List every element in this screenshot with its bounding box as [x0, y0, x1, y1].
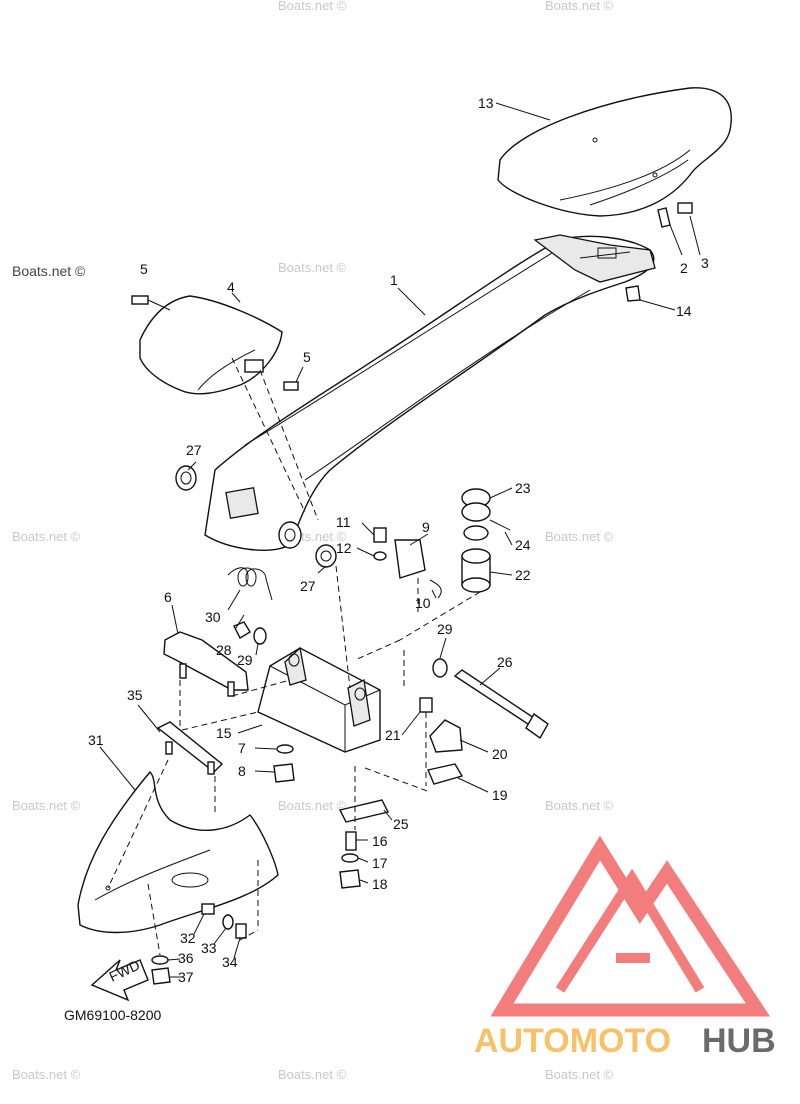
callout-1: 1 [390, 272, 398, 288]
seat-cushion [497, 87, 732, 217]
figure-code: GM69100-8200 [64, 1007, 162, 1023]
callout-5: 5 [303, 349, 311, 365]
site-watermark: Boats.net © [278, 1067, 347, 1082]
site-watermark: Boats.net © [545, 798, 614, 813]
callout-10: 10 [415, 595, 431, 611]
callout-8: 8 [238, 763, 246, 779]
base-mount [257, 646, 381, 753]
site-watermark: Boats.net © [278, 260, 347, 275]
callout-35: 35 [127, 687, 143, 703]
main-arm [204, 234, 656, 551]
site-watermark-dark: Boats.net © [12, 263, 86, 279]
site-watermark: Boats.net © [278, 798, 347, 813]
callout-7: 7 [238, 740, 246, 756]
site-watermark: Boats.net © [545, 529, 614, 544]
nut-washer-28-29 [233, 621, 448, 678]
brand-logo-icon [490, 835, 771, 1017]
callout-2: 2 [680, 260, 688, 276]
grommet-stack [461, 488, 511, 593]
callout-23: 23 [515, 480, 531, 496]
callout-32: 32 [180, 930, 196, 946]
callout-25: 25 [393, 816, 409, 832]
site-watermark: Boats.net © [12, 529, 81, 544]
callout-9: 9 [422, 519, 430, 535]
callout-numbers: 1 2 3 4 5 5 6 7 8 9 10 11 12 13 14 15 16… [88, 95, 709, 985]
callout-20: 20 [492, 746, 508, 762]
callout-26: 26 [497, 654, 513, 670]
callout-4: 4 [227, 279, 235, 295]
callout-27: 27 [300, 578, 316, 594]
callout-11: 11 [336, 514, 351, 530]
clip-assembly [373, 527, 442, 599]
long-bolt [453, 669, 549, 740]
callout-34: 34 [222, 954, 238, 970]
bushings-27 [175, 465, 337, 568]
fwd-arrow: FWD [90, 957, 149, 1002]
leader-lines [99, 102, 701, 978]
callout-36: 36 [178, 950, 194, 966]
callout-33: 33 [201, 940, 217, 956]
brand-text-accent: HUB [702, 1022, 776, 1060]
callout-28: 28 [216, 642, 232, 658]
brand-watermark: AUTOMOTO HUB [474, 835, 776, 1060]
return-spring [227, 567, 273, 601]
callout-6: 6 [164, 589, 172, 605]
bracket-35 [156, 721, 224, 775]
callout-30: 30 [205, 609, 221, 625]
callout-37: 37 [178, 969, 194, 985]
site-watermark: Boats.net © [12, 1067, 81, 1082]
callout-18: 18 [372, 876, 388, 892]
bracket-6 [163, 631, 249, 697]
callout-27: 27 [186, 442, 202, 458]
site-watermark: Boats.net © [545, 0, 614, 13]
callout-31: 31 [88, 732, 104, 748]
callout-29: 29 [237, 652, 253, 668]
callout-29: 29 [437, 621, 453, 637]
brackets-19-20-21 [419, 697, 464, 785]
brand-text-primary: AUTOMOTO [474, 1022, 671, 1060]
lower-stack [338, 799, 390, 889]
callout-3: 3 [701, 255, 709, 271]
front-cover [139, 295, 283, 395]
callout-14: 14 [676, 303, 692, 319]
callout-17: 17 [372, 855, 388, 871]
site-watermark: Boats.net © [545, 1067, 614, 1082]
callout-15: 15 [216, 725, 232, 741]
cowl-fasteners [151, 903, 247, 985]
callout-22: 22 [515, 567, 531, 583]
washer-nut-7-8 [273, 744, 295, 783]
callout-24: 24 [515, 537, 531, 553]
site-watermark: Boats.net © [12, 798, 81, 813]
callout-19: 19 [492, 787, 508, 803]
callout-5: 5 [140, 261, 148, 277]
callout-21: 21 [385, 727, 401, 743]
callout-13: 13 [478, 95, 494, 111]
site-watermark: Boats.net © [278, 0, 347, 13]
callout-12: 12 [336, 540, 352, 556]
nose-cowl [77, 770, 279, 934]
callout-16: 16 [372, 833, 388, 849]
